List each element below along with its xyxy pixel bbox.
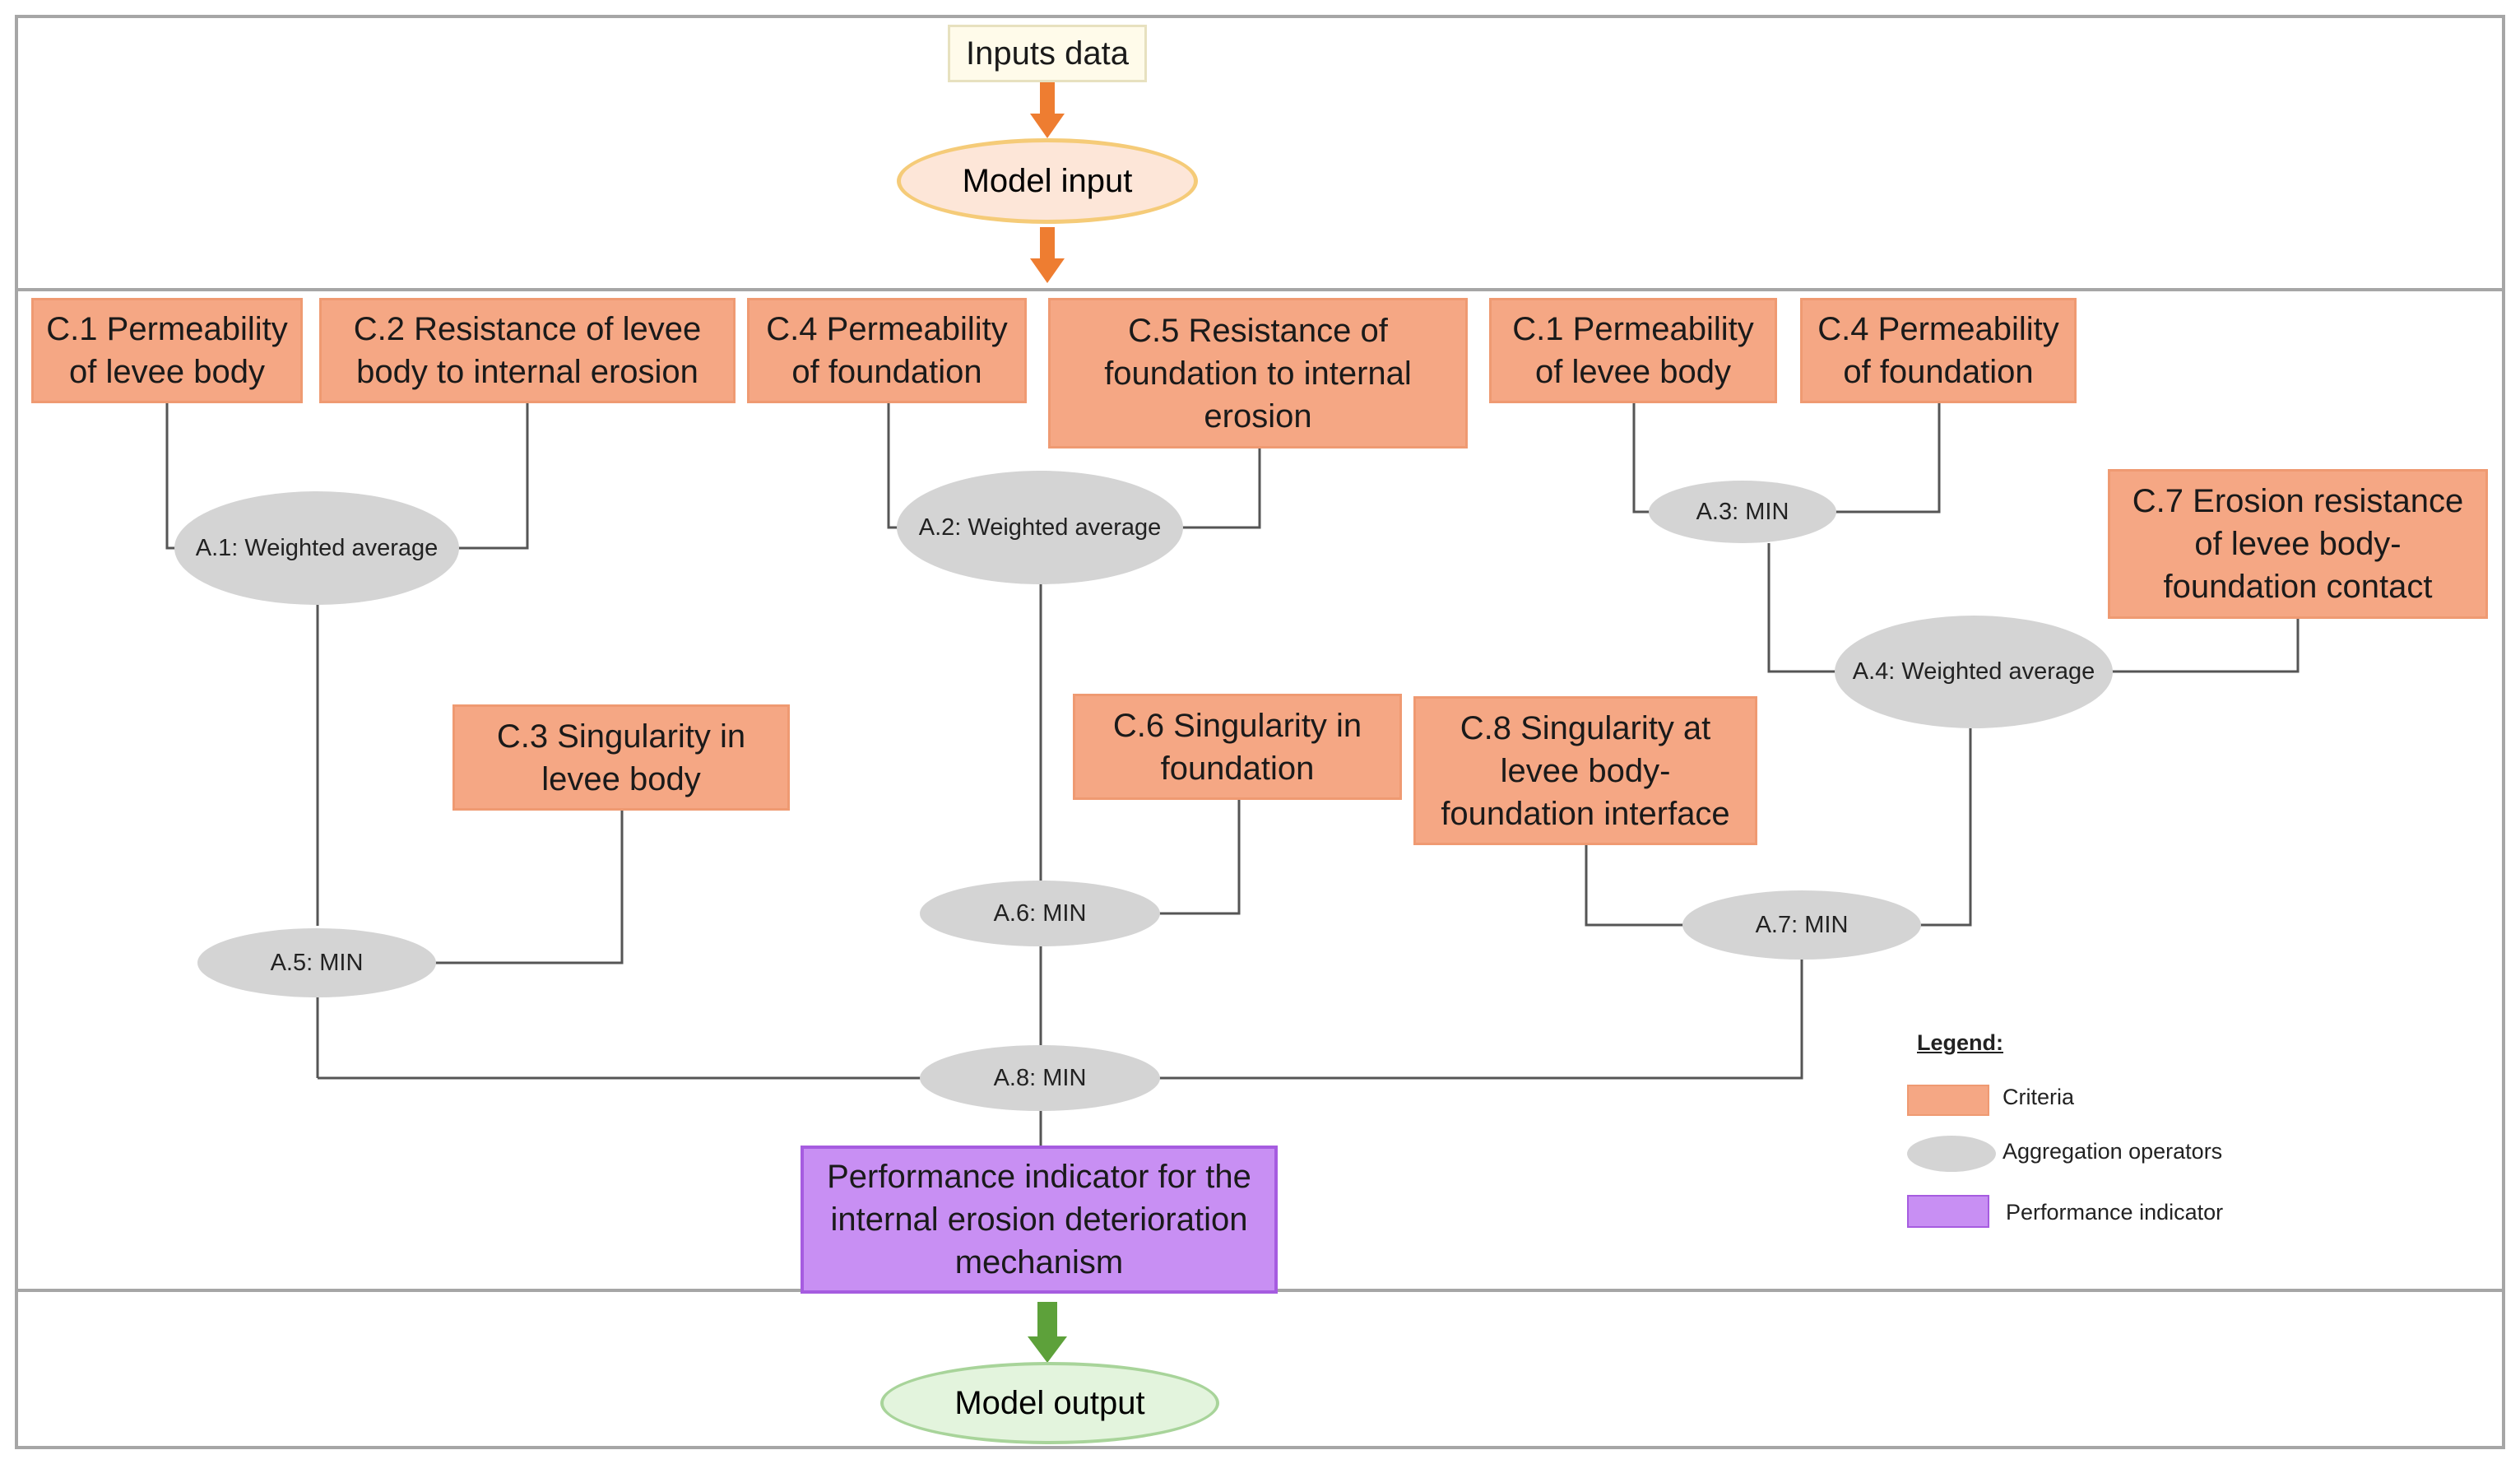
criterion-c8-label: C.8 Singularity at levee body-foundation…: [1441, 709, 1730, 832]
criterion-c4-right: C.4 Permeability of foundation: [1800, 298, 2077, 403]
criterion-c3: C.3 Singularity in levee body: [452, 704, 790, 811]
legend-criteria-swatch: [1907, 1085, 1989, 1116]
connector-a4-a7: [1919, 728, 1972, 927]
connector-c2-a1: [457, 403, 529, 550]
criterion-c1-left: C.1 Permeability of levee body: [31, 298, 303, 403]
model-input-node: Model input: [897, 138, 1198, 224]
operator-a8: A.8: MIN: [920, 1045, 1160, 1111]
operator-a3: A.3: MIN: [1649, 481, 1836, 543]
legend-performance-swatch: [1907, 1195, 1989, 1228]
criterion-c5: C.5 Resistance of foundation to internal…: [1048, 298, 1468, 448]
criterion-c1-right-label: C.1 Permeability of levee body: [1512, 311, 1754, 390]
input-arrow-1: [1030, 82, 1065, 138]
legend-aggregation-swatch: [1907, 1136, 1996, 1172]
operator-a3-label: A.3: MIN: [1696, 498, 1789, 525]
operator-a1-label: A.1: Weighted average: [195, 534, 439, 561]
operator-a2-label: A.2: Weighted average: [918, 514, 1162, 541]
operator-a5: A.5: MIN: [197, 928, 436, 997]
operator-a6-label: A.6: MIN: [993, 899, 1087, 927]
criterion-c3-label: C.3 Singularity in levee body: [496, 718, 746, 797]
top-panel: [15, 15, 2505, 291]
connector-c3-a5: [434, 811, 624, 964]
criterion-c6: C.6 Singularity in foundation: [1073, 694, 1402, 800]
performance-indicator-box: Performance indicator for the internal e…: [801, 1146, 1278, 1294]
connector-a7-a8: [1158, 960, 1803, 1080]
input-arrow-2: [1030, 227, 1065, 283]
operator-a7-label: A.7: MIN: [1755, 911, 1849, 938]
criterion-c8: C.8 Singularity at levee body-foundation…: [1413, 696, 1757, 845]
model-output-label: Model output: [954, 1384, 1145, 1421]
criterion-c1-right: C.1 Permeability of levee body: [1489, 298, 1777, 403]
criterion-c2-label: C.2 Resistance of levee body to internal…: [353, 311, 702, 390]
operator-a6: A.6: MIN: [920, 881, 1160, 946]
connector-c4r-a3: [1835, 403, 1941, 514]
connector-a3-a4: [1767, 543, 1840, 673]
inputs-data-box: Inputs data: [948, 25, 1147, 82]
output-arrow: [1028, 1302, 1067, 1363]
connector-c8-a7: [1585, 845, 1684, 927]
criterion-c4-right-label: C.4 Permeability of foundation: [1817, 311, 2059, 390]
connector-c6-a6: [1158, 800, 1241, 915]
model-input-label: Model input: [962, 162, 1133, 199]
criterion-c7-label: C.7 Erosion resistance of levee body-fou…: [2132, 483, 2464, 605]
criterion-c6-label: C.6 Singularity in foundation: [1112, 707, 1362, 787]
legend-performance-label: Performance indicator: [2006, 1200, 2224, 1225]
operator-a7: A.7: MIN: [1682, 890, 1921, 960]
connector-c5-a2: [1181, 448, 1261, 529]
criterion-c4-left-label: C.4 Permeability of foundation: [766, 311, 1008, 390]
operator-a4-label: A.4: Weighted average: [1852, 658, 2095, 686]
inputs-data-label: Inputs data: [966, 35, 1129, 72]
model-output-node: Model output: [880, 1362, 1219, 1444]
operator-a4: A.4: Weighted average: [1835, 616, 2113, 728]
legend-aggregation-label: Aggregation operators: [2003, 1139, 2223, 1164]
operator-a8-label: A.8: MIN: [993, 1064, 1087, 1091]
criterion-c5-label: C.5 Resistance of foundation to internal…: [1104, 312, 1412, 435]
connector-c1r-a3: [1632, 403, 1650, 514]
criterion-c1-left-label: C.1 Permeability of levee body: [46, 311, 288, 390]
criterion-c2: C.2 Resistance of levee body to internal…: [319, 298, 736, 403]
criterion-c4-left: C.4 Permeability of foundation: [747, 298, 1027, 403]
operator-a5-label: A.5: MIN: [270, 949, 364, 976]
bottom-panel: [15, 1289, 2505, 1449]
performance-indicator-label: Performance indicator for the internal e…: [827, 1159, 1251, 1280]
criterion-c7: C.7 Erosion resistance of levee body-fou…: [2108, 469, 2488, 619]
operator-a2: A.2: Weighted average: [897, 471, 1183, 584]
connector-c7-a4: [2110, 619, 2300, 673]
operator-a1: A.1: Weighted average: [174, 491, 459, 605]
legend-criteria-label: Criteria: [2003, 1085, 2075, 1109]
legend-title: Legend:: [1917, 1030, 2003, 1055]
